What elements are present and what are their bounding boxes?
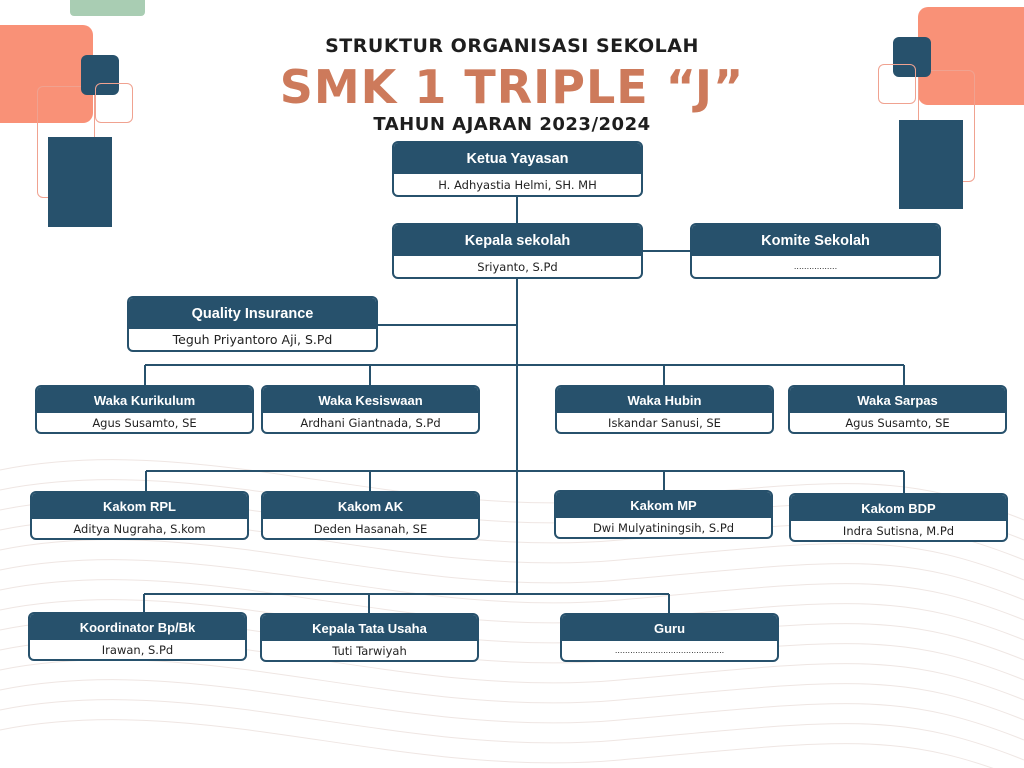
node-title: Kakom AK (263, 493, 478, 519)
node-name: Irawan, S.Pd (101, 642, 174, 657)
academic-year: TAHUN AJARAN 2023/2024 (373, 114, 651, 135)
node-title: Guru (562, 615, 777, 641)
node-kepala-sekolah: Kepala sekolah Sriyanto, S.Pd (392, 223, 643, 279)
node-name: ........................................… (614, 646, 725, 655)
node-title: Kakom RPL (32, 493, 247, 519)
deco-outline-square-left (95, 83, 133, 123)
node-name: Ardhani Giantnada, S.Pd (300, 415, 441, 430)
deco-navy-square-right (893, 37, 931, 77)
deco-navy-rect-right (899, 120, 963, 209)
node-waka-kurikulum: Waka Kurikulum Agus Susamto, SE (35, 385, 254, 434)
node-name: Dwi Mulyatiningsih, S.Pd (592, 520, 735, 535)
node-name: Sriyanto, S.Pd (477, 259, 558, 274)
deco-coral-block-left (0, 25, 93, 123)
node-koordinator-bpbk: Koordinator Bp/Bk Irawan, S.Pd (28, 612, 247, 661)
node-title: Waka Kurikulum (37, 387, 252, 413)
deco-green-rect (70, 0, 145, 16)
node-name: Deden Hasanah, SE (313, 521, 428, 536)
node-title: Kakom MP (556, 492, 771, 518)
node-waka-hubin: Waka Hubin Iskandar Sanusi, SE (555, 385, 774, 434)
node-kakom-ak: Kakom AK Deden Hasanah, SE (261, 491, 480, 540)
node-title: Waka Kesiswaan (263, 387, 478, 413)
node-kakom-bdp: Kakom BDP Indra Sutisna, M.Pd (789, 493, 1008, 542)
deco-navy-rect-left (48, 137, 112, 227)
title-line-1: STRUKTUR ORGANISASI SEKOLAH (325, 35, 699, 57)
node-name: H. Adhyastia Helmi, SH. MH (438, 177, 597, 192)
node-name: Iskandar Sanusi, SE (608, 415, 721, 430)
node-guru: Guru ...................................… (560, 613, 779, 662)
node-title: Koordinator Bp/Bk (30, 614, 245, 640)
node-name: ................. (793, 262, 838, 271)
node-name: Agus Susamto, SE (845, 415, 950, 430)
node-kakom-mp: Kakom MP Dwi Mulyatiningsih, S.Pd (554, 490, 773, 539)
node-title: Waka Sarpas (790, 387, 1005, 413)
node-title: Ketua Yayasan (394, 143, 641, 174)
node-name: Aditya Nugraha, S.kom (73, 521, 206, 536)
node-title: Kepala Tata Usaha (262, 615, 477, 641)
node-kakom-rpl: Kakom RPL Aditya Nugraha, S.kom (30, 491, 249, 540)
node-name: Agus Susamto, SE (92, 415, 197, 430)
node-name: Teguh Priyantoro Aji, S.Pd (172, 332, 333, 347)
node-waka-kesiswaan: Waka Kesiswaan Ardhani Giantnada, S.Pd (261, 385, 480, 434)
node-name: Tuti Tarwiyah (332, 643, 407, 658)
node-waka-sarpas: Waka Sarpas Agus Susamto, SE (788, 385, 1007, 434)
node-title: Kakom BDP (791, 495, 1006, 521)
node-ketua-yayasan: Ketua Yayasan H. Adhyastia Helmi, SH. MH (392, 141, 643, 197)
node-title: Waka Hubin (557, 387, 772, 413)
node-komite-sekolah: Komite Sekolah ................. (690, 223, 941, 279)
node-title: Quality Insurance (129, 298, 376, 329)
node-quality-insurance: Quality Insurance Teguh Priyantoro Aji, … (127, 296, 378, 352)
deco-coral-block-right (918, 7, 1024, 105)
school-name: SMK 1 TRIPLE “J” (279, 60, 745, 114)
deco-outline-square-right (878, 64, 916, 104)
node-title: Kepala sekolah (394, 225, 641, 256)
node-title: Komite Sekolah (692, 225, 939, 256)
node-name: Indra Sutisna, M.Pd (842, 523, 955, 538)
node-kepala-tata-usaha: Kepala Tata Usaha Tuti Tarwiyah (260, 613, 479, 662)
